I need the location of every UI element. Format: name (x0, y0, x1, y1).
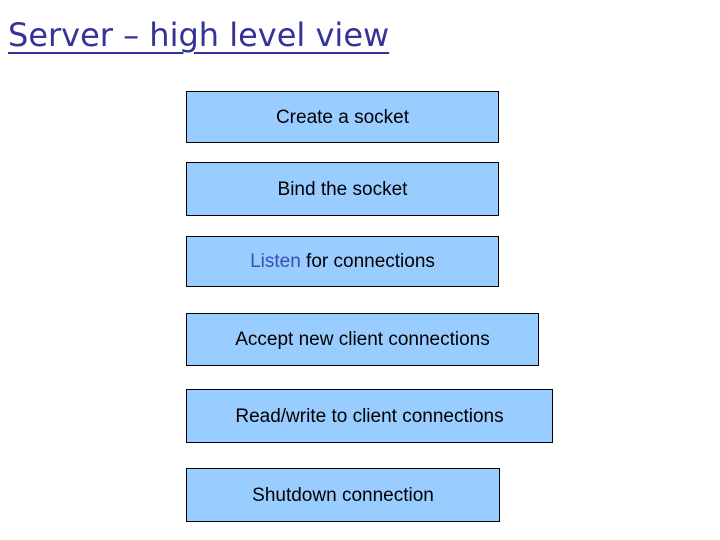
flow-box-label-part: for connections (300, 251, 435, 272)
flow-box: Read/write to client connections (186, 389, 553, 443)
flow-box-label: Bind the socket (278, 180, 408, 199)
flow-box-label-part: Read/write to client connections (235, 405, 504, 427)
flow-box-label-highlight: Listen (250, 251, 301, 272)
flow-box-label-part: Shutdown connection (252, 484, 434, 506)
flow-box: Accept new client connections (186, 313, 539, 366)
flow-box-label-part: Create a socket (275, 106, 410, 128)
flow-box: Create a socket (186, 91, 499, 143)
flow-box: Bind the socket (186, 162, 499, 216)
flow-box-label-part: Bind the socket (277, 178, 408, 200)
flow-box-label: Accept new client connections (235, 330, 490, 349)
flow-box-label-part: Accept new client connections (235, 329, 490, 350)
flow-box-label: Create a socket (276, 108, 409, 127)
flow-box-label: Shutdown connection (252, 486, 434, 505)
slide-title: Server – high level view (8, 16, 390, 54)
flow-box: Listen for connections (186, 236, 499, 287)
flow-box-label: Listen for connections (250, 252, 435, 271)
flow-box-label: Read/write to client connections (235, 407, 503, 426)
flow-box: Shutdown connection (186, 468, 500, 522)
